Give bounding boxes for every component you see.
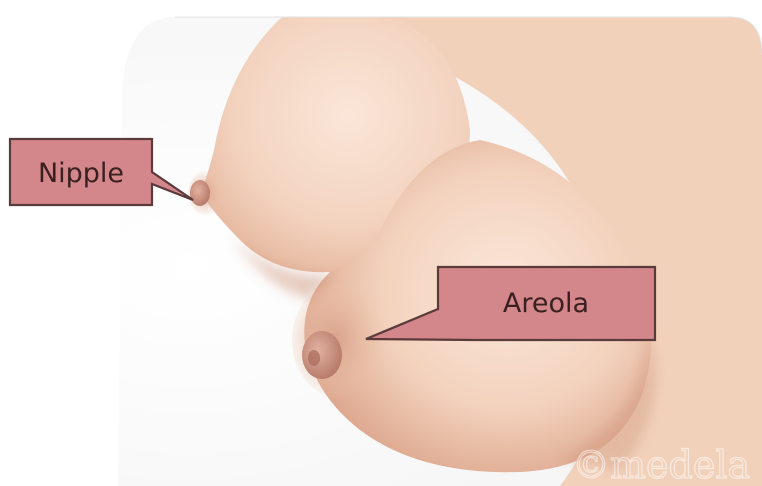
watermark: ©medela [572,443,750,486]
upper-nipple [188,171,224,215]
nipple-label: Nipple [38,158,124,189]
areola-label: Areola [503,288,589,319]
